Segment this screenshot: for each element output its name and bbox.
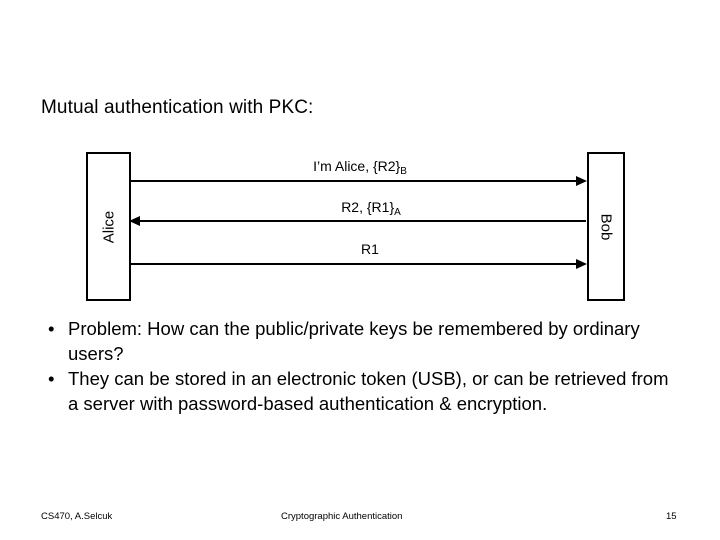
arrow-left-icon (129, 216, 140, 226)
arrow-right-icon (576, 176, 587, 186)
party-box-bob: Bob (587, 152, 625, 301)
message-label-2-text: R2, {R1} (341, 199, 395, 215)
slide-footer: CS470, A.Selcuk Cryptographic Authentica… (0, 511, 720, 527)
bullet-text: They can be stored in an electronic toke… (68, 368, 669, 414)
message-arrow-3-line (130, 263, 580, 265)
party-label-bob: Bob (597, 213, 615, 240)
message-label-1: I’m Alice, {R2}B (313, 158, 407, 177)
list-item: • They can be stored in an electronic to… (41, 366, 681, 416)
message-label-1-text: I’m Alice, {R2} (313, 158, 401, 174)
arrow-right-icon (576, 259, 587, 269)
party-label-alice: Alice (100, 210, 117, 243)
message-label-3: R1 (361, 241, 379, 257)
message-arrow-1-line (130, 180, 580, 182)
bullet-text: Problem: How can the public/private keys… (68, 318, 640, 364)
party-box-alice: Alice (86, 152, 131, 301)
bullet-list: • Problem: How can the public/private ke… (41, 316, 681, 416)
footer-page-number: 15 (666, 511, 677, 522)
footer-topic: Cryptographic Authentication (281, 511, 403, 522)
footer-course-author: CS470, A.Selcuk (41, 511, 113, 522)
bullet-dot-icon: • (48, 318, 55, 339)
list-item: • Problem: How can the public/private ke… (41, 316, 681, 366)
message-arrow-2-line (139, 220, 586, 222)
page-title: Mutual authentication with PKC: (41, 97, 314, 118)
message-label-2: R2, {R1}A (341, 199, 401, 218)
message-label-3-text: R1 (361, 241, 379, 257)
message-label-2-subscript: A (394, 207, 401, 218)
bullet-dot-icon: • (48, 368, 55, 389)
message-label-1-subscript: B (400, 166, 407, 177)
